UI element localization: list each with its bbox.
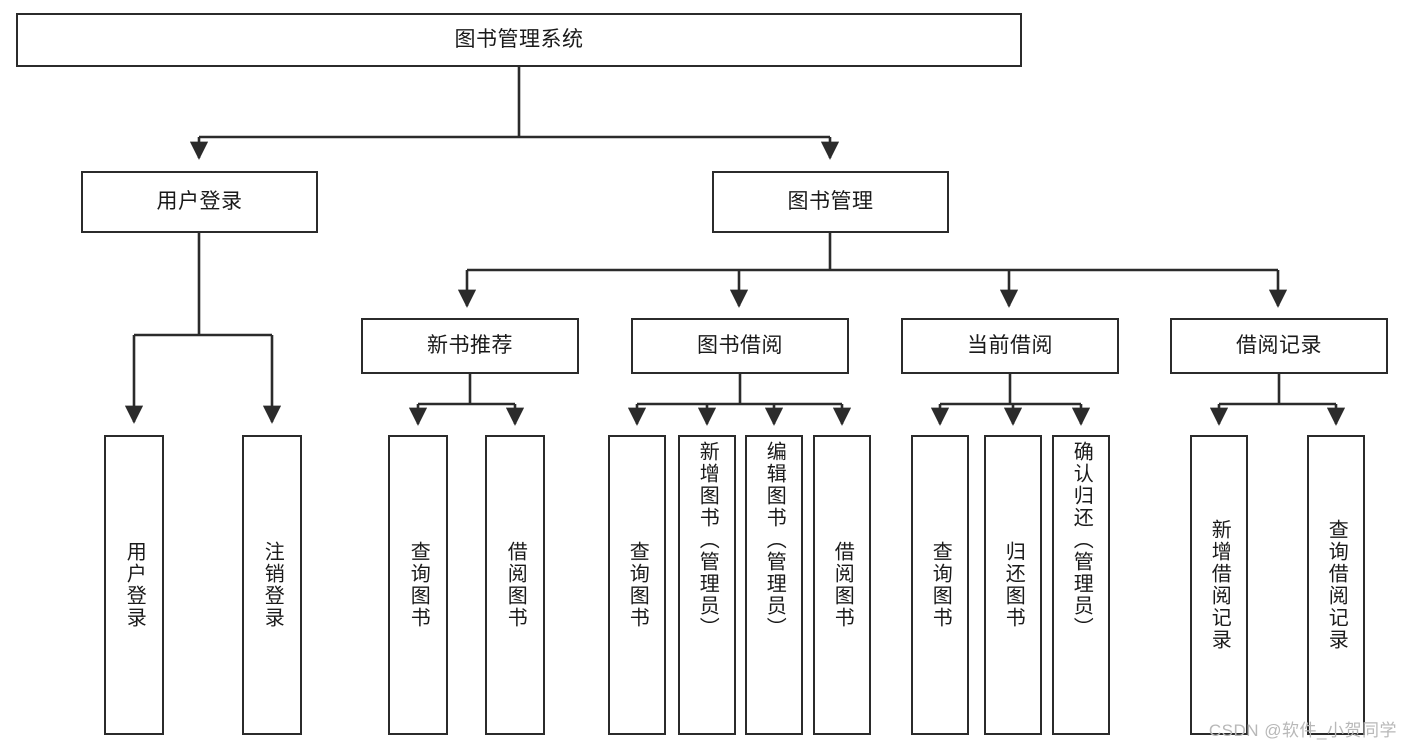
leaf-add-borrow-record-label: 新增借阅记录 — [1208, 519, 1231, 651]
node-root[interactable]: 图书管理系统 — [16, 13, 1022, 67]
leaf-lend-book[interactable]: 借阅图书 — [813, 435, 871, 735]
node-book-borrow[interactable]: 图书借阅 — [631, 318, 849, 374]
leaf-add-book-admin-label: 新增图书（管理员） — [696, 441, 719, 639]
leaf-borrow-book-recommend[interactable]: 借阅图书 — [485, 435, 545, 735]
leaf-user-login-label: 用户登录 — [123, 541, 146, 629]
leaf-edit-book-admin-label: 编辑图书（管理员） — [763, 441, 786, 639]
csdn-watermark: CSDN @软件_小贺同学 — [1208, 721, 1397, 740]
leaf-confirm-return-admin[interactable]: 确认归还（管理员） — [1052, 435, 1110, 735]
leaf-return-book-label: 归还图书 — [1002, 541, 1025, 629]
node-root-label: 图书管理系统 — [454, 28, 584, 52]
node-book-management[interactable]: 图书管理 — [712, 171, 949, 233]
node-borrow-records[interactable]: 借阅记录 — [1170, 318, 1388, 374]
leaf-return-book[interactable]: 归还图书 — [984, 435, 1042, 735]
leaf-query-book-recommend[interactable]: 查询图书 — [388, 435, 448, 735]
leaf-user-logout[interactable]: 注销登录 — [242, 435, 302, 735]
node-new-book-recommend[interactable]: 新书推荐 — [361, 318, 579, 374]
leaf-user-logout-label: 注销登录 — [261, 541, 284, 629]
node-current-borrow[interactable]: 当前借阅 — [901, 318, 1119, 374]
leaf-edit-book-admin[interactable]: 编辑图书（管理员） — [745, 435, 803, 735]
leaf-query-book-current-label: 查询图书 — [929, 541, 952, 629]
leaf-query-borrow-record-label: 查询借阅记录 — [1325, 519, 1348, 651]
node-new-book-recommend-label: 新书推荐 — [427, 334, 513, 358]
node-book-management-label: 图书管理 — [787, 190, 874, 214]
node-current-borrow-label: 当前借阅 — [967, 334, 1053, 358]
leaf-confirm-return-admin-label: 确认归还（管理员） — [1070, 441, 1093, 639]
leaf-query-book-borrow[interactable]: 查询图书 — [608, 435, 666, 735]
leaf-lend-book-label: 借阅图书 — [831, 541, 854, 629]
node-borrow-records-label: 借阅记录 — [1236, 334, 1322, 358]
node-user-login[interactable]: 用户登录 — [81, 171, 318, 233]
leaf-query-book-recommend-label: 查询图书 — [407, 541, 430, 629]
leaf-query-book-borrow-label: 查询图书 — [626, 541, 649, 629]
leaf-add-borrow-record[interactable]: 新增借阅记录 — [1190, 435, 1248, 735]
leaf-borrow-book-recommend-label: 借阅图书 — [504, 541, 527, 629]
leaf-user-login[interactable]: 用户登录 — [104, 435, 164, 735]
node-book-borrow-label: 图书借阅 — [697, 334, 783, 358]
leaf-query-borrow-record[interactable]: 查询借阅记录 — [1307, 435, 1365, 735]
node-user-login-label: 用户登录 — [156, 190, 243, 214]
leaf-query-book-current[interactable]: 查询图书 — [911, 435, 969, 735]
leaf-add-book-admin[interactable]: 新增图书（管理员） — [678, 435, 736, 735]
